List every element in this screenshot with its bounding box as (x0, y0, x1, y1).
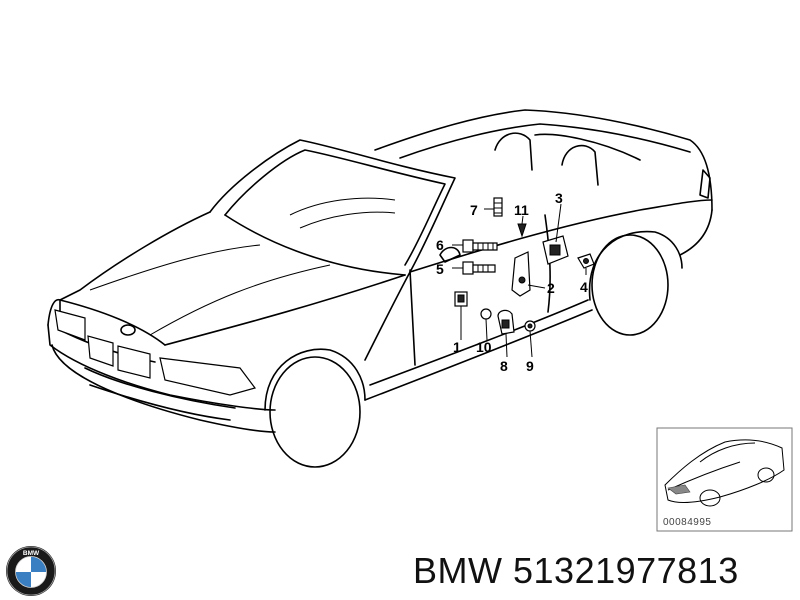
callout-4: 4 (580, 279, 588, 295)
thumbnail-car (656, 427, 793, 532)
callout-labels: 7 11 3 6 5 2 4 1 10 8 9 (436, 190, 588, 374)
callout-9: 9 (526, 358, 534, 374)
parts (454, 197, 595, 335)
callout-7: 7 (470, 202, 478, 218)
callout-8: 8 (500, 358, 508, 374)
callout-3: 3 (555, 190, 563, 206)
part-number: 51321977813 (513, 550, 739, 591)
car-outline (47, 109, 713, 468)
callout-6: 6 (436, 237, 444, 253)
callout-1: 1 (453, 339, 461, 355)
callout-11: 11 (514, 202, 529, 218)
thumbnail-reference-code: 00084995 (663, 517, 712, 528)
callout-10: 10 (476, 339, 492, 355)
brand-name: BMW (413, 550, 503, 591)
callout-5: 5 (436, 261, 444, 277)
bmw-logo-icon: BMW (6, 546, 56, 596)
logo-lettering: BMW (23, 550, 40, 557)
leader-lines (452, 203, 587, 358)
part-title: BMW 51321977813 (413, 550, 739, 592)
callout-2: 2 (547, 280, 555, 296)
